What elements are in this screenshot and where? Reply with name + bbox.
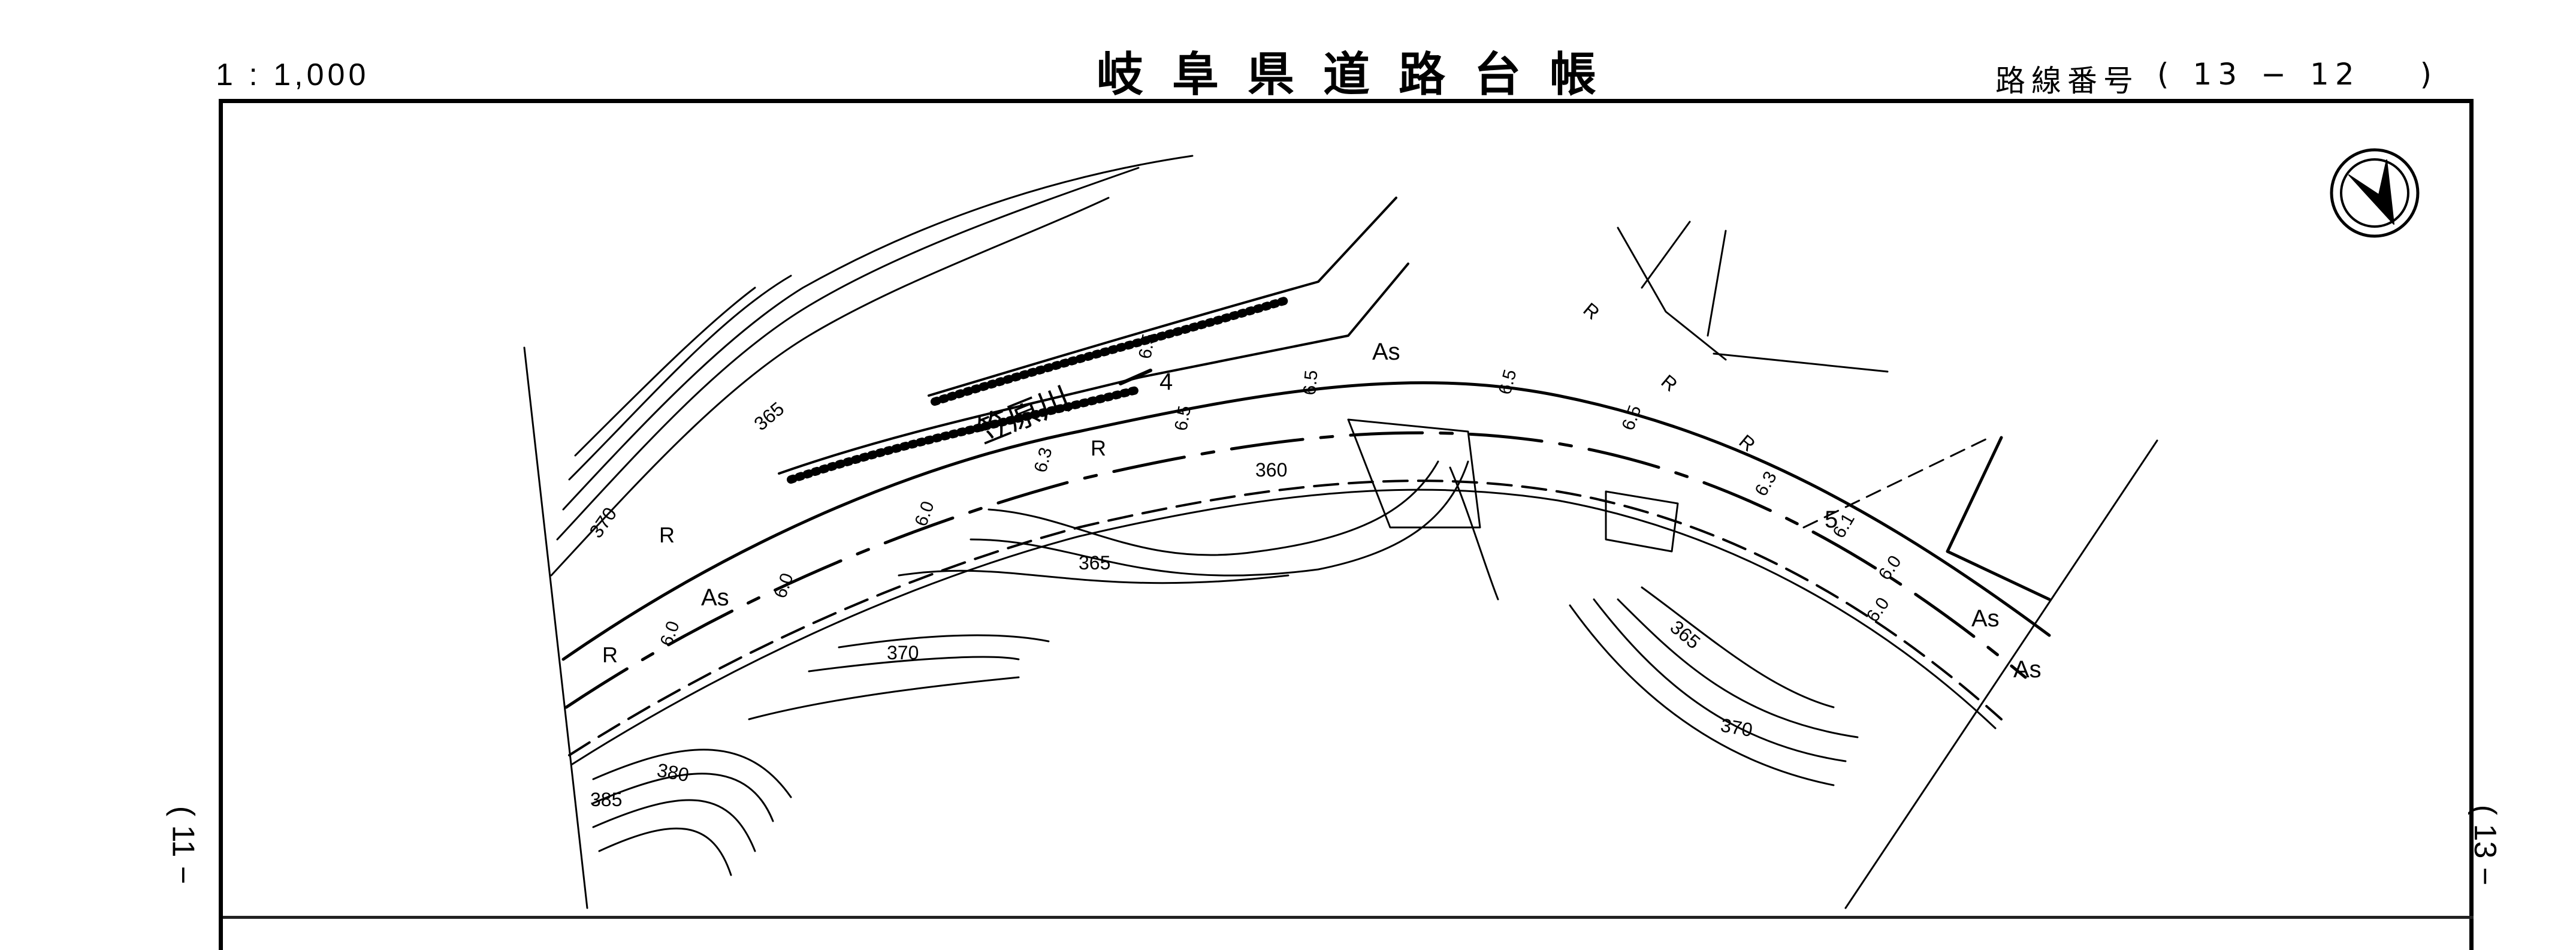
contour-line	[808, 656, 1020, 672]
river-name: 笠原川	[972, 381, 1076, 450]
width-label: 6.0	[771, 571, 798, 601]
contour-label: 370	[585, 503, 621, 542]
width-label: 6.3	[1751, 468, 1780, 500]
width-label: 6.5	[1495, 367, 1521, 397]
width-label: 6.5	[1300, 369, 1322, 396]
north-arrow-icon	[2330, 148, 2420, 238]
width-label: 6.5	[1135, 332, 1159, 360]
match-line-left	[523, 346, 588, 909]
station-label: 5	[1825, 506, 1838, 533]
contour-label: 365	[1079, 552, 1110, 574]
edge-label: R	[1657, 370, 1682, 396]
page-title: 岐阜県道路台帳	[1097, 48, 1626, 102]
surface-label: As	[2013, 656, 2042, 683]
contour-line	[838, 634, 1050, 649]
route-dash: −	[2261, 57, 2293, 92]
side-road	[1617, 227, 1727, 361]
edge-label: R	[602, 643, 618, 667]
width-label: 6.0	[1863, 594, 1894, 626]
contour-line	[1641, 586, 1835, 708]
width-label: 6.3	[1031, 445, 1056, 475]
contour-label: 370	[1719, 714, 1754, 741]
bottom-rule	[223, 916, 2474, 919]
contour-label: 360	[1255, 459, 1287, 481]
contour-line	[970, 460, 1469, 577]
width-label: 6.5	[1171, 404, 1195, 432]
contour-label: 365	[750, 397, 788, 435]
route-number-label: 路線番号	[1995, 64, 2139, 98]
road-edge-south	[568, 479, 2003, 756]
contour-label: 380	[656, 759, 691, 786]
contour-line	[592, 749, 792, 798]
contour-label: 365	[1666, 616, 1705, 653]
contour-line	[1449, 466, 1499, 601]
contour-line	[592, 773, 774, 822]
contour-line	[568, 275, 792, 481]
route-minor: 12	[2310, 57, 2360, 92]
contour-line	[987, 460, 1439, 556]
contour-line	[748, 676, 1020, 720]
contour-line	[574, 286, 756, 457]
contour-line	[1593, 598, 1847, 762]
contour-line	[1569, 604, 1835, 786]
contour-line	[556, 167, 1140, 541]
route-major: 13	[2193, 57, 2243, 92]
river-revetment	[787, 385, 1143, 484]
side-road-4	[1713, 352, 1889, 373]
contour-label: 370	[887, 642, 919, 664]
side-road-2	[1641, 221, 1691, 289]
width-label: 6.0	[1875, 552, 1905, 584]
surface-label: As	[701, 584, 729, 611]
contour-label: 385	[590, 789, 622, 810]
surface-label: As	[1971, 605, 2000, 632]
width-label: 6.5	[1618, 403, 1645, 433]
retaining-wall-2	[1605, 490, 1679, 553]
match-line-right	[1844, 439, 2158, 909]
surface-label: As	[1372, 339, 1400, 365]
width-label: 6.0	[657, 619, 684, 649]
lot-boundary	[1946, 436, 2051, 601]
road-edge-south-2	[571, 488, 1997, 765]
road-centerline	[564, 431, 2027, 709]
edge-label: R	[1580, 298, 1604, 324]
edge-label: R	[659, 523, 675, 547]
contour-line	[1617, 598, 1859, 738]
river-bank-south	[778, 263, 1409, 475]
road-edge-north	[561, 381, 2051, 661]
map-scale: 1 : 1,000	[216, 58, 370, 92]
map-frame	[219, 99, 2474, 950]
contour-line	[898, 569, 1289, 584]
contour-line	[562, 155, 1194, 511]
lot-boundary-dashed	[1802, 436, 1991, 529]
map-labels: 笠原川 As As As As R R R R R R 6.0 6.0 6.0 …	[585, 298, 2041, 810]
route-close-paren: )	[2420, 57, 2438, 92]
route-open-paren: (	[2157, 57, 2175, 92]
river-bank-north	[928, 197, 1397, 397]
route-number: 路線番号 ( 13 − 12 )	[1995, 57, 2438, 100]
river-revetment-2	[931, 295, 1292, 406]
river-flow-arrow	[1119, 369, 1152, 385]
edge-label: R	[1091, 436, 1106, 460]
station-label: 4	[1159, 369, 1173, 395]
contour-line	[598, 827, 732, 876]
contour-line	[592, 799, 756, 852]
retaining-wall	[1347, 418, 1481, 529]
contour-line	[550, 197, 1110, 577]
side-road-3	[1707, 230, 1727, 337]
